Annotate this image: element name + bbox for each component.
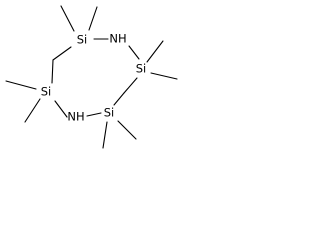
bond-ch2-left-to-si-tl (52, 46, 72, 61)
methyl-bond-si-right-a (146, 40, 164, 63)
octamethyl-cyclotetrasilazane-structure: Si NH Si Si NH Si (5, 5, 178, 149)
atom-label-nh-bottom: NH (67, 110, 84, 124)
bond-si-bottom-to-nh-bottom (86, 112, 102, 117)
bond-si-right-to-ch2-right (123, 77, 138, 94)
methyl-bond-si-bottom-b (117, 120, 137, 140)
methyl-bond-si-right-b (150, 72, 178, 80)
methyl-bond-si-bottom-a (102, 121, 108, 149)
bond-nh-top-to-si-right (128, 45, 140, 60)
methyl-bond-si-left-b (24, 98, 41, 123)
atom-label-si-bottom-right: Si (104, 106, 115, 120)
bond-ch2-right-to-si-bottom (113, 92, 125, 106)
bond-nh-bottom-to-si-left (54, 100, 68, 118)
methyl-bond-si-left-a (5, 80, 37, 90)
atom-label-si-top-left: Si (77, 33, 88, 47)
methyl-bond-si-tl-b (88, 6, 98, 31)
methyl-bond-si-tl-a (60, 5, 75, 32)
bond-si-left-to-ch2-left (51, 59, 54, 84)
atom-label-si-left: Si (41, 85, 52, 99)
atom-label-nh-top: NH (109, 32, 126, 46)
atom-label-si-right: Si (136, 62, 147, 76)
